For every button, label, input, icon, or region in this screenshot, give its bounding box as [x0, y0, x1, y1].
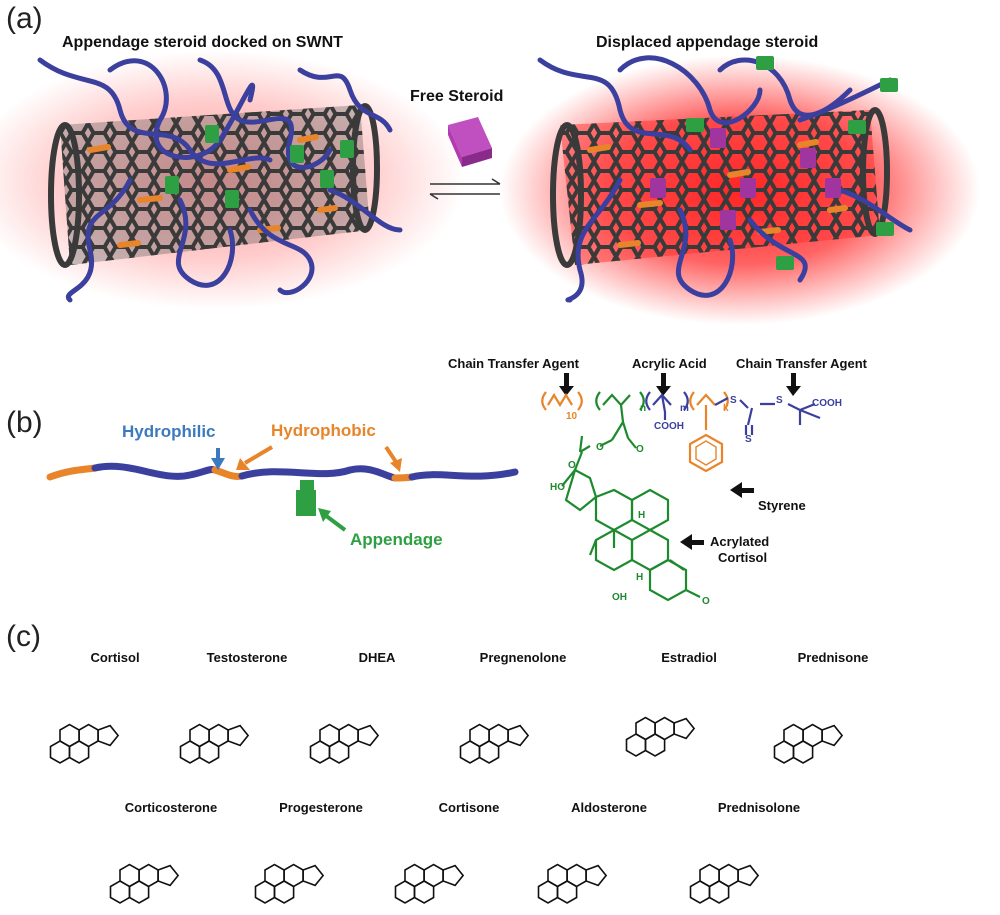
panel-a-left-title: Appendage steroid docked on SWNT — [62, 34, 343, 51]
panel-b-illustration — [46, 373, 821, 602]
equilibrium-arrows — [429, 178, 501, 200]
mol-title-estradiol: Estradiol — [661, 650, 717, 665]
mol-title-progesterone: Progesterone — [279, 800, 363, 815]
hydrogen-1: H — [638, 510, 646, 521]
oxygen-1: O — [636, 444, 644, 455]
steroid-structure-progesterone — [254, 863, 325, 904]
oxygen-4: O — [702, 596, 710, 607]
cooh-acrylic: COOH — [654, 421, 684, 432]
mol-title-prednisone: Prednisone — [797, 650, 869, 665]
hydroxyl-ho: HO — [550, 482, 565, 493]
free-steroid-label: Free Steroid — [410, 88, 504, 105]
steroid-structure-pregnenolone — [459, 723, 530, 764]
right-displaced-appendages — [686, 56, 898, 270]
panel-a-right-title: Displaced appendage steroid — [596, 34, 819, 51]
chem-label-arrows — [559, 373, 801, 550]
steroid-structure-prednisolone — [689, 863, 760, 904]
hydrophobic-label: Hydrophobic — [271, 421, 376, 440]
panel-c-label: (c) — [6, 620, 41, 653]
steroid-structure-estradiol — [625, 716, 696, 757]
free-steroid-cube — [448, 117, 492, 167]
steroid-structure-cortisone — [394, 863, 465, 904]
sulfur-3: S — [745, 434, 752, 445]
polymer-strand — [46, 462, 519, 482]
steroid-structure-cortisol — [49, 723, 120, 764]
mol-title-aldosterone: Aldosterone — [571, 800, 647, 815]
chem-backbone — [541, 391, 821, 473]
left-appendages — [165, 125, 354, 208]
acrylated-cortisol-label-2: Cortisol — [718, 550, 768, 565]
subscript-10: 10 — [566, 411, 578, 422]
sulfur-1: S — [730, 395, 737, 406]
mol-title-corticosterone: Corticosterone — [124, 800, 218, 815]
acrylated-cortisol-label-1: Acrylated — [710, 534, 770, 549]
styrene-label: Styrene — [758, 498, 806, 513]
acrylic-acid-label: Acrylic Acid — [632, 356, 707, 371]
oxygen-2: O — [596, 442, 604, 453]
right-polymer-chains — [537, 55, 913, 303]
subscript-k: k — [723, 403, 729, 414]
subscript-m: m — [680, 403, 689, 414]
steroid-structure-dhea — [309, 723, 380, 764]
cta-left-label: Chain Transfer Agent — [448, 356, 579, 371]
mol-title-prednisolone: Prednisolone — [717, 800, 801, 815]
panel-b-label: (b) — [6, 406, 43, 439]
mol-title-cortisone: Cortisone — [438, 800, 500, 815]
hydroxyl-oh: OH — [612, 592, 627, 603]
oxygen-3: O — [568, 460, 576, 471]
steroid-structure-prednisone — [773, 723, 844, 764]
left-polymer-chains — [37, 57, 403, 303]
mol-title-pregnenolone: Pregnenolone — [479, 650, 567, 665]
mol-title-testosterone: Testosterone — [206, 650, 288, 665]
panel-b-arrows — [211, 445, 402, 532]
cta-right-label: Chain Transfer Agent — [736, 356, 867, 371]
subscript-n: n — [640, 403, 647, 414]
panel-a-illustration — [0, 50, 980, 325]
acrylated-cortisol-skeleton — [561, 451, 701, 602]
hydrogen-2: H — [636, 572, 644, 583]
mol-title-dhea: DHEA — [358, 650, 396, 665]
cooh-cta: COOH — [812, 398, 842, 409]
steroid-structure-corticosterone — [109, 863, 180, 904]
steroid-structure-testosterone — [179, 723, 250, 764]
panel-a-label: (a) — [6, 2, 43, 35]
appendage-block — [296, 480, 316, 516]
steroid-structure-aldosterone — [537, 863, 608, 904]
right-bound-steroids — [650, 128, 841, 230]
sulfur-2: S — [776, 395, 783, 406]
appendage-label: Appendage — [350, 530, 443, 549]
hydrophilic-label: Hydrophilic — [122, 422, 216, 441]
right-nanotube — [550, 107, 890, 268]
mol-title-cortisol: Cortisol — [90, 650, 140, 665]
